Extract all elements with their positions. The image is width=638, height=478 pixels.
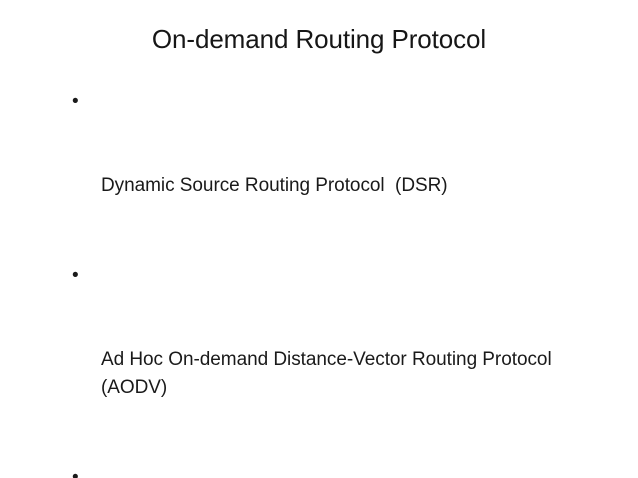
list-item-label: Dynamic Source Routing Protocol (DSR) bbox=[101, 175, 448, 196]
list-item-label: Ad Hoc On-demand Distance-Vector Routing… bbox=[101, 349, 557, 398]
bullet-point-icon: • bbox=[72, 91, 79, 112]
list-item: • Dynamic Source Routing Protocol (DSR) bbox=[68, 88, 580, 256]
bullet-point-icon: • bbox=[72, 467, 79, 478]
list-item: • Temporally Ordered Algorithm (TORA) bbox=[68, 464, 580, 478]
page-title: On-demand Routing Protocol bbox=[151, 24, 487, 54]
list-item: • Ad Hoc On-demand Distance-Vector Routi… bbox=[68, 262, 580, 458]
bullet-list: • Dynamic Source Routing Protocol (DSR) … bbox=[68, 88, 580, 478]
bullet-point-icon: • bbox=[72, 265, 79, 286]
